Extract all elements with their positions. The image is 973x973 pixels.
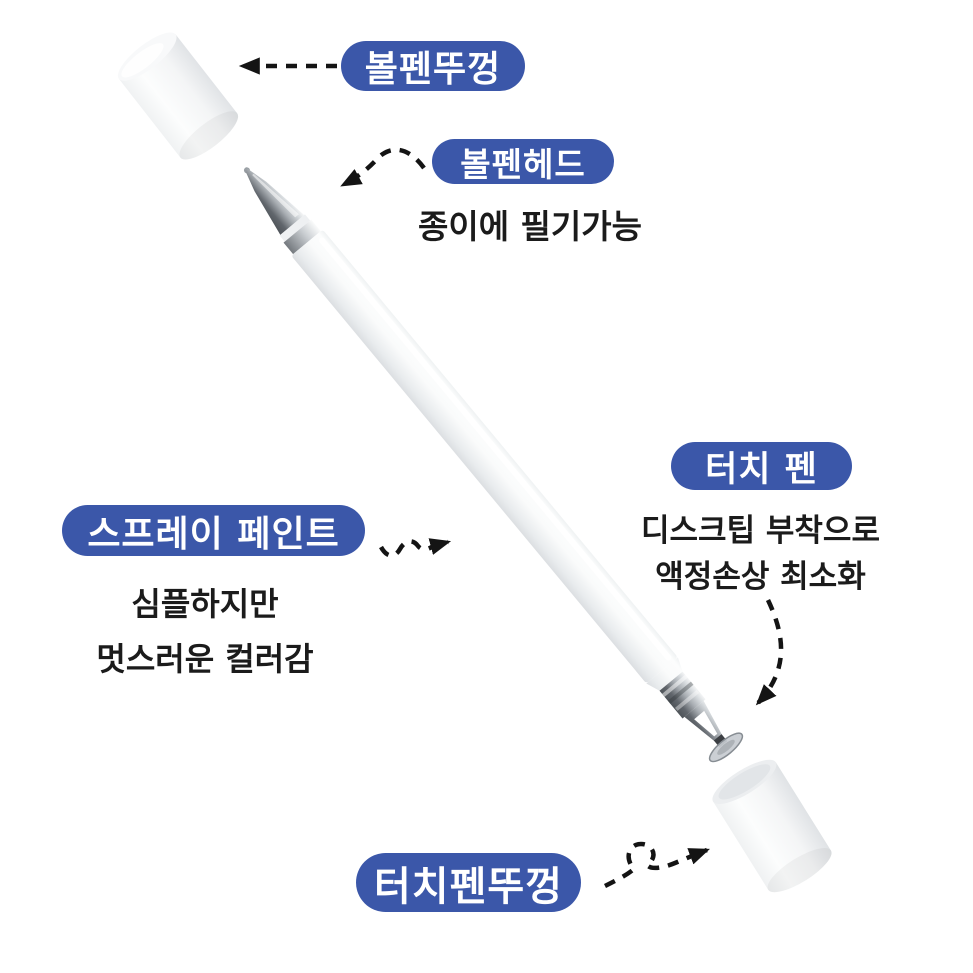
caption-touch-pen: 디스크팁 부착으로 액정손상 최소화 (618, 508, 903, 600)
disc-collar (659, 671, 706, 719)
label-ballpoint-head: 볼펜헤드 (432, 139, 614, 184)
label-spray-paint: 스프레이 페인트 (62, 505, 365, 556)
label-touch-pen: 터치 펜 (671, 442, 852, 490)
arrow-touch-pen-cap (603, 841, 710, 889)
caption-spray-paint-line1: 심플하지만 (131, 585, 279, 623)
touch-pen-cap-shape (712, 759, 832, 893)
label-touch-pen-cap: 터치펜뚜껑 (356, 853, 581, 912)
ballpoint-cap-shape (117, 32, 239, 160)
caption-touch-pen-line2: 액정손상 최소화 (655, 559, 866, 595)
label-ballpoint-cap: 볼펜뚜껑 (341, 41, 525, 91)
ballpoint-cone (245, 168, 305, 235)
caption-spray-paint: 심플하지만 멋스러운 컬러감 (35, 577, 375, 687)
pen-body-shape (243, 167, 744, 763)
caption-ballpoint-head: 종이에 필기가능 (417, 207, 642, 246)
arrow-touch-pen (755, 599, 784, 706)
arrow-spray-paint (379, 538, 452, 558)
caption-spray-paint-line2: 멋스러운 컬러감 (96, 640, 314, 678)
caption-touch-pen-line1: 디스크팁 부착으로 (641, 513, 880, 549)
arrow-ballpoint-head (340, 147, 426, 187)
